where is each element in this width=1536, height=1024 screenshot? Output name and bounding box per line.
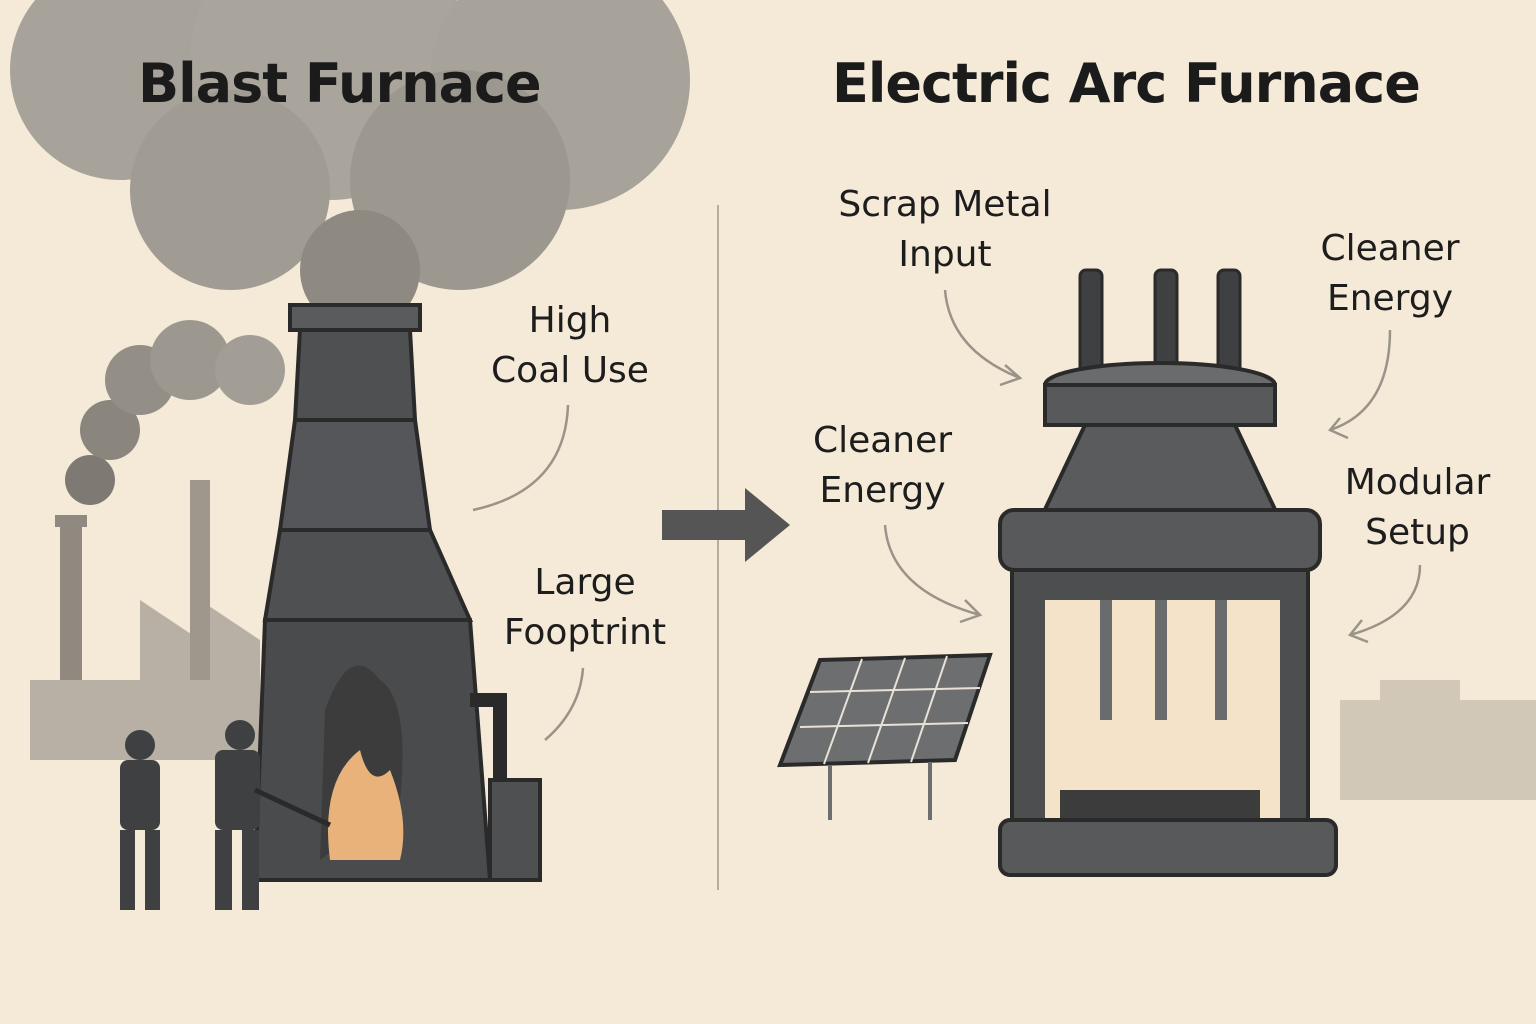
transition-arrow-icon	[662, 488, 790, 562]
background-factory	[30, 480, 260, 760]
label-large-footprint: Large Fooptrint	[480, 558, 690, 658]
smoke-cloud	[10, 0, 690, 330]
label-scrap-metal-input: Scrap Metal Input	[820, 180, 1070, 280]
electric-arc-furnace-title: Electric Arc Furnace	[832, 52, 1421, 115]
leader-arrow-cleaner-energy-top	[1327, 329, 1392, 440]
background-building-right	[1340, 680, 1536, 800]
label-line: Energy	[819, 470, 946, 511]
label-high-coal-use: High Coal Use	[470, 296, 670, 396]
label-line: Setup	[1365, 512, 1470, 553]
label-line: Input	[898, 234, 992, 275]
label-line: High	[528, 300, 612, 341]
label-line: Modular	[1344, 462, 1491, 503]
label-line: Cleaner	[812, 420, 953, 461]
label-cleaner-energy-left: Cleaner Energy	[795, 416, 970, 516]
leader-line-footprint	[544, 667, 585, 741]
label-line: Scrap Metal	[838, 184, 1052, 225]
electric-arc-furnace	[998, 268, 1338, 877]
leader-arrow-cleaner-energy-left	[883, 524, 983, 624]
label-modular-setup: Modular Setup	[1325, 458, 1510, 558]
leader-line-coal	[472, 404, 570, 512]
leader-arrow-scrap	[943, 289, 1023, 387]
label-line: Coal Use	[491, 350, 649, 391]
label-line: Energy	[1326, 278, 1454, 319]
chimney-smoke-small	[65, 320, 285, 505]
leader-arrow-modular	[1347, 564, 1422, 644]
solar-panel-icon	[777, 652, 993, 820]
label-line: Large	[534, 562, 636, 603]
label-line: Fooptrint	[503, 612, 667, 653]
workers-illustration	[120, 720, 332, 910]
label-line: Cleaner	[1320, 228, 1460, 269]
label-cleaner-energy-top: Cleaner Energy	[1300, 224, 1480, 324]
blast-furnace-title: Blast Furnace	[138, 52, 542, 115]
